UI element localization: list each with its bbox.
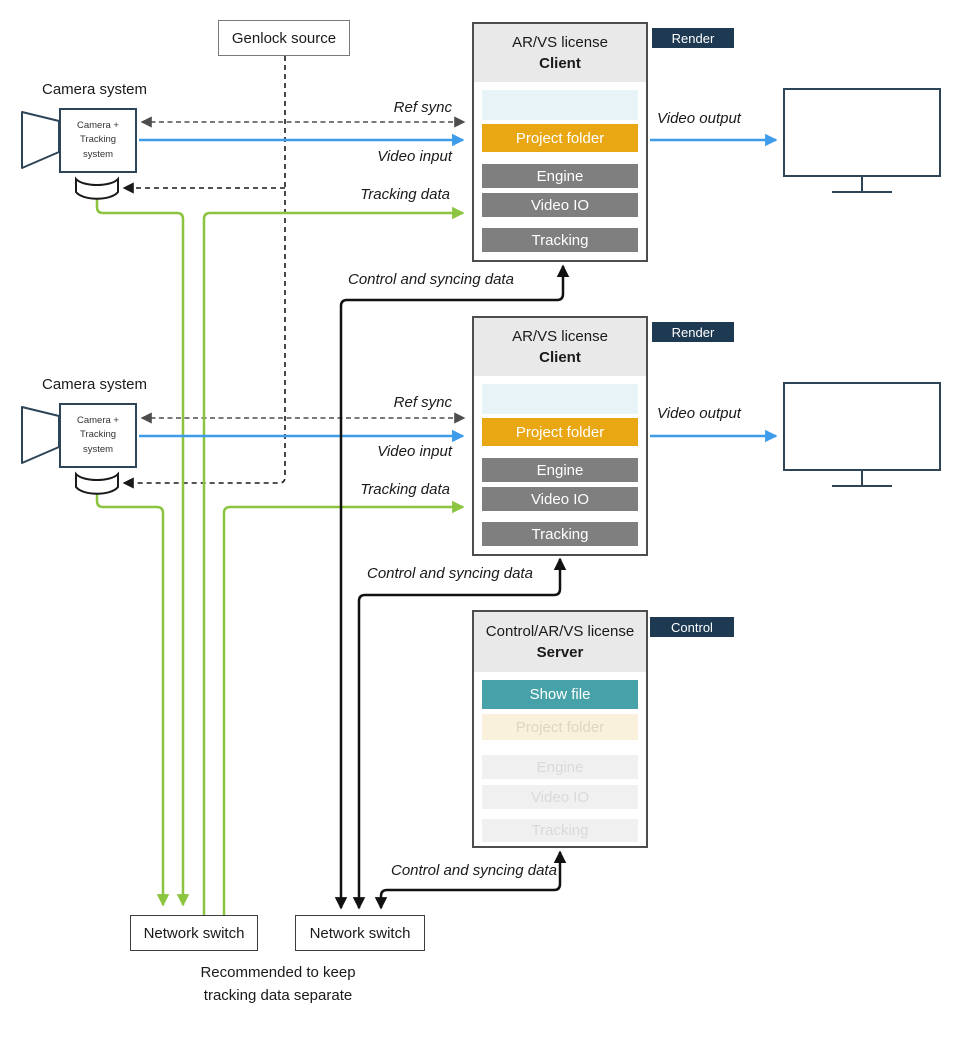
- label-video-output-1: Video output: [657, 110, 741, 127]
- label-ref-sync-1: Ref sync: [393, 99, 452, 116]
- edge-genlock-main: [122, 56, 286, 489]
- edge-tracking-camera2-to-switch: [95, 494, 170, 907]
- monitor-stand: [861, 177, 863, 192]
- client-1-header: AR/VS license Client: [474, 24, 646, 82]
- camera-1-device-label: Camera + Tracking system: [77, 120, 119, 160]
- monitor-icon: [783, 382, 941, 471]
- client-2-box: AR/VS license Client Project folder Engi…: [472, 316, 648, 556]
- client-1-tracking-bar: Tracking: [482, 228, 638, 252]
- tracking-note: Recommended to keep tracking data separa…: [200, 964, 356, 1004]
- edge-control-client1: [334, 264, 570, 910]
- label-control-1: Control and syncing data: [348, 271, 514, 288]
- client-2-tracking-bar: Tracking: [482, 522, 638, 546]
- client-1-license: AR/VS license: [512, 34, 608, 51]
- monitor-base: [832, 485, 892, 487]
- client-1-project-folder-bar: Project folder: [482, 124, 638, 152]
- client-2-show-file-slot: [482, 384, 638, 414]
- label-video-input-1: Video input: [377, 148, 452, 165]
- camera-lens-icon: [21, 111, 60, 169]
- client-2-engine-bar: Engine: [482, 458, 638, 482]
- network-switch-1-box: Network switch: [130, 915, 258, 951]
- genlock-source-box: Genlock source: [218, 20, 350, 56]
- camera-system-1-title: Camera system: [42, 81, 148, 98]
- tracking-sensor-icon: [75, 176, 119, 200]
- network-switch-1-label: Network switch: [143, 924, 245, 942]
- camera-1-body: Camera + Tracking system: [59, 108, 137, 173]
- server-video-io-bar: Video IO: [482, 785, 638, 809]
- server-project-folder-bar: Project folder: [482, 714, 638, 740]
- label-ref-sync-2: Ref sync: [393, 394, 452, 411]
- client-1-show-file-slot: [482, 90, 638, 120]
- edge-tracking-switch-to-client1: [202, 206, 465, 915]
- client-1-render-tag: Render: [652, 28, 734, 48]
- monitor-base: [832, 191, 892, 193]
- camera-system-2-title: Camera system: [42, 376, 148, 393]
- label-video-output-2: Video output: [657, 405, 741, 422]
- server-header: Control/AR/VS license Server: [474, 612, 646, 672]
- edge-control-server: [374, 850, 567, 910]
- client-1-engine-bar: Engine: [482, 164, 638, 188]
- server-control-tag: Control: [650, 617, 734, 637]
- label-control-2: Control and syncing data: [367, 565, 533, 582]
- edge-control-client2: [352, 557, 567, 910]
- server-role: Server: [536, 644, 584, 661]
- client-2-header: AR/VS license Client: [474, 318, 646, 376]
- label-tracking-data-1: Tracking data: [360, 186, 450, 203]
- client-2-project-folder-bar: Project folder: [482, 418, 638, 446]
- client-1-video-io-bar: Video IO: [482, 193, 638, 217]
- network-switch-2-box: Network switch: [295, 915, 425, 951]
- client-1-role: Client: [539, 55, 581, 72]
- client-2-video-io-bar: Video IO: [482, 487, 638, 511]
- camera-2-body: Camera + Tracking system: [59, 403, 137, 468]
- monitor-stand: [861, 471, 863, 486]
- network-switch-2-label: Network switch: [309, 924, 411, 942]
- server-tracking-bar: Tracking: [482, 819, 638, 842]
- camera-2-device-label: Camera + Tracking system: [77, 415, 119, 455]
- server-license: Control/AR/VS license: [485, 623, 635, 640]
- server-show-file-bar: Show file: [482, 680, 638, 709]
- edge-tracking-switch-to-client2: [222, 500, 465, 915]
- client-2-license: AR/VS license: [512, 328, 608, 345]
- camera-lens-icon: [21, 406, 60, 464]
- monitor-icon: [783, 88, 941, 177]
- client-1-box: AR/VS license Client Project folder Engi…: [472, 22, 648, 262]
- tracking-sensor-icon: [75, 471, 119, 495]
- client-2-role: Client: [539, 349, 581, 366]
- client-2-render-tag: Render: [652, 322, 734, 342]
- label-tracking-data-2: Tracking data: [360, 481, 450, 498]
- server-engine-bar: Engine: [482, 755, 638, 779]
- label-video-input-2: Video input: [377, 443, 452, 460]
- label-control-3: Control and syncing data: [391, 862, 557, 879]
- genlock-source-label: Genlock source: [231, 29, 337, 47]
- server-box: Control/AR/VS license Server Show file P…: [472, 610, 648, 848]
- edge-tracking-camera1-to-switch: [95, 199, 190, 907]
